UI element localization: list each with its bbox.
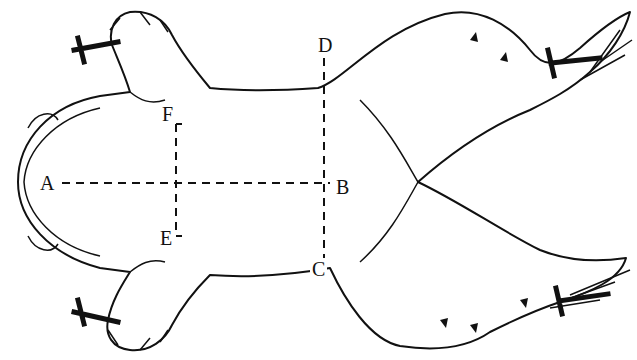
cut-point-label: C	[310, 258, 327, 280]
eye	[28, 114, 58, 128]
cut-point-label: E	[158, 227, 174, 249]
cut-point-label: A	[38, 172, 56, 194]
pin	[548, 50, 600, 76]
toe-line	[580, 30, 632, 80]
cut-line	[175, 124, 177, 236]
head-line	[24, 108, 100, 182]
limb-line	[130, 261, 165, 272]
cut-point-label: B	[334, 176, 351, 198]
cut-tick	[176, 124, 182, 236]
cut-line	[62, 182, 330, 184]
cut-line	[323, 58, 325, 260]
pin	[556, 288, 608, 314]
toe-line	[110, 12, 168, 32]
cut-point-label: D	[316, 34, 334, 56]
limb-line	[360, 182, 418, 262]
eye	[28, 236, 58, 250]
skin-spots	[440, 32, 528, 333]
pin	[74, 300, 118, 324]
toe-line	[108, 330, 168, 350]
limb-line	[130, 92, 165, 102]
limb-line	[360, 100, 418, 182]
frog-outline	[18, 12, 630, 350]
cut-point-label: F	[160, 103, 175, 125]
head-line	[24, 182, 100, 256]
pin	[74, 38, 118, 62]
